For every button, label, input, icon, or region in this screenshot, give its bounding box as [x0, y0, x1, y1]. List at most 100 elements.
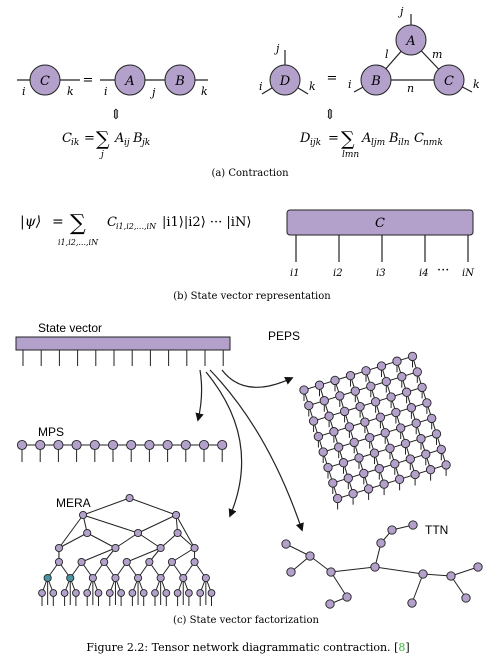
mera-network: MERA [38, 493, 216, 606]
peps-node [335, 391, 345, 401]
mera-isometry [66, 573, 75, 583]
peps-node [431, 429, 442, 439]
mera-leaf [94, 589, 103, 597]
mera-isometry [133, 573, 143, 583]
mps-network: MPS [16, 425, 228, 462]
mera-edge [81, 547, 116, 563]
peps-node [385, 443, 395, 453]
peps-node [411, 418, 421, 428]
mera-leaf [117, 589, 125, 597]
peps-node [355, 401, 365, 412]
mera-isometry [201, 573, 210, 583]
mera-disentangler [145, 557, 154, 567]
mera-edge [115, 532, 139, 549]
ttn-node [418, 569, 428, 579]
peps-node [406, 403, 417, 413]
index-label-1: i1 [290, 268, 300, 279]
index-label-4: i4 [419, 268, 429, 279]
tensor-triangle: A B C j i k l m n [348, 5, 480, 96]
mera-leaf [49, 589, 58, 597]
ttn-node [342, 592, 352, 602]
panel-c-factorization: State vector MPS PEPS MERA TTN [15, 321, 483, 626]
mera-edge [129, 497, 177, 516]
formula-a-sub: ljm [371, 138, 385, 148]
peps-node [397, 372, 407, 382]
mera-disentangler [173, 528, 182, 538]
panel-a-contraction: C i k = A B i j k ⇕ C ik = ∑ j A ij B jk [17, 5, 480, 179]
mps-node [162, 439, 173, 451]
coefficient-sub: i1,i2,...,iN [116, 222, 157, 231]
peps-node [427, 413, 437, 424]
index-i-label: i [348, 78, 352, 91]
ttn-bond [374, 566, 424, 575]
mera-leaf [83, 589, 92, 597]
peps-node [328, 478, 338, 488]
ttn-node [376, 538, 386, 548]
peps-node [360, 417, 370, 427]
equivalence-arrow-right: ⇕ [324, 107, 336, 123]
peps-node [375, 412, 386, 422]
ttn-node [408, 520, 418, 530]
coefficient-c: C [107, 215, 117, 230]
peps-node [299, 385, 309, 395]
mps-node [217, 439, 228, 451]
equals-sign-right: = [327, 71, 338, 86]
mera-leaf [128, 589, 137, 597]
peps-node [323, 462, 333, 473]
mera-disentangler [190, 557, 199, 567]
index-j-label: j [273, 42, 280, 55]
mera-disentangler [122, 557, 131, 567]
mps-node [126, 439, 137, 451]
citation-link[interactable]: 8 [398, 641, 405, 654]
mera-leaf [207, 589, 216, 597]
formula-b: B [132, 131, 143, 146]
ttn-node [325, 599, 335, 609]
formula-right: D ijk = ∑ lmn A ljm B iln C nmk [299, 128, 443, 160]
mera-edge [58, 514, 84, 549]
mera-isometry [54, 543, 64, 553]
peps-node [345, 370, 356, 381]
mera-leaf [196, 589, 205, 597]
index-k-label: k [67, 85, 74, 98]
mera-edge [82, 514, 139, 534]
mera-top-node [125, 493, 134, 503]
peps-node [392, 356, 402, 366]
ttn-node [370, 562, 380, 572]
mera-disentangler [77, 557, 86, 567]
ttn-network: TTN [281, 520, 483, 609]
peps-node [386, 392, 396, 402]
index-j-label: j [149, 86, 156, 99]
peps-node [324, 411, 334, 421]
peps-node [330, 375, 340, 386]
mera-isometry [88, 573, 97, 583]
formula-sum: ∑ [70, 211, 86, 236]
peps-node [365, 432, 375, 443]
formula-sum-sub: i1,i2,...,iN [58, 238, 99, 247]
peps-node [380, 428, 390, 438]
ttn-bond [422, 573, 452, 577]
ttn-node [387, 525, 397, 535]
formula-a: A [114, 131, 124, 146]
mps-node [198, 439, 210, 451]
formula-eq: = [84, 131, 95, 146]
mps-node [16, 439, 28, 451]
index-label-3: i3 [376, 268, 386, 279]
formula-sum: ∑ [96, 128, 110, 150]
ttn-bond [330, 566, 376, 573]
arrow-to-mps [195, 369, 204, 422]
arrow-to-mera [205, 371, 243, 518]
peps-node [416, 434, 426, 444]
mera-edge [58, 532, 88, 549]
peps-node [314, 380, 325, 390]
arrow-to-ttn [209, 369, 304, 532]
peps-node [319, 396, 329, 406]
mera-label: MERA [56, 496, 91, 510]
mera-edge [137, 514, 177, 534]
mera-edge [137, 532, 161, 549]
peps-node [332, 493, 343, 504]
mera-edge [86, 532, 116, 549]
mera-isometry [156, 573, 165, 583]
edge-l-label: l [385, 48, 389, 61]
mera-isometry [79, 510, 88, 520]
mera-leaf [173, 589, 182, 597]
